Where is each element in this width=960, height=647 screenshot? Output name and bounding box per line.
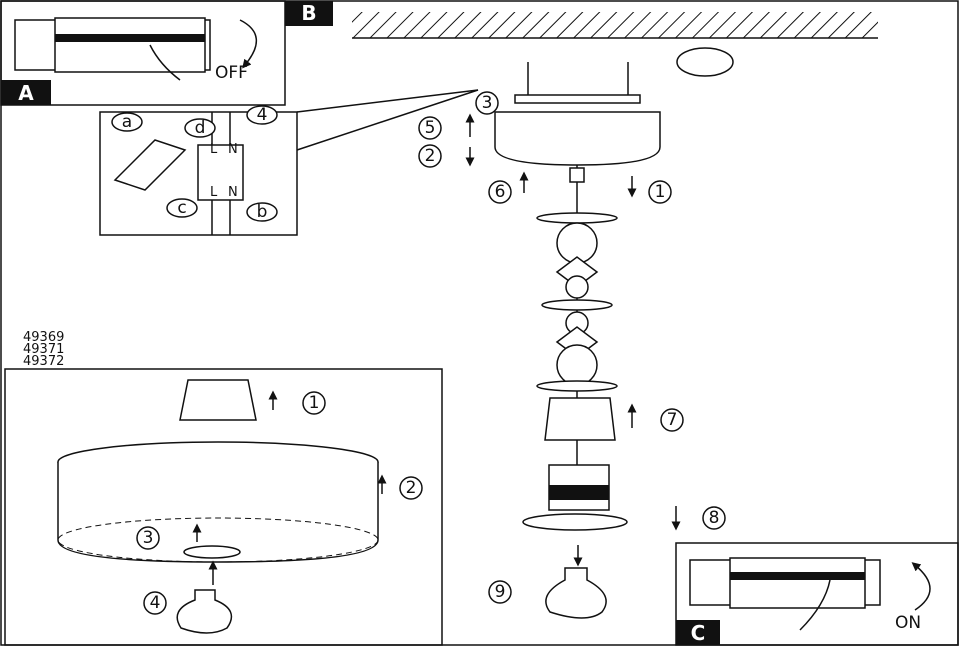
shade-cup	[179, 379, 257, 421]
terminal-l-top: L	[210, 142, 218, 157]
terminal-l-bottom: L	[210, 185, 218, 200]
panel-a-label-box	[1, 80, 51, 105]
terminal-block	[197, 144, 244, 201]
shade-bulb	[176, 589, 233, 634]
panel-c-label: C	[691, 621, 706, 645]
ceiling	[352, 12, 878, 39]
rotate-arrow-icon	[911, 562, 931, 611]
pendant-fixture	[494, 47, 734, 619]
ceiling-bracket	[514, 94, 641, 104]
label-d: d	[195, 118, 206, 138]
panel-b-label: B	[301, 1, 316, 25]
label-a: a	[122, 112, 132, 132]
step-6: 6	[495, 182, 506, 202]
breaker-panel-off	[14, 17, 211, 81]
step-5: 5	[425, 118, 436, 138]
step-8: 8	[709, 508, 720, 528]
wiring-inset: L N L N a 4 b c d	[99, 89, 479, 236]
shade-panel: 1 2 3 4	[4, 368, 443, 646]
model-number-2: 49371	[23, 342, 64, 357]
label-c: c	[177, 198, 186, 218]
switch-off-text: OFF	[215, 63, 248, 83]
socket-ring	[522, 513, 628, 531]
step-2: 2	[425, 146, 436, 166]
step-3: 3	[482, 93, 493, 113]
light-bulb	[545, 567, 607, 619]
step-9: 9	[495, 582, 506, 602]
terminal-n-top: N	[228, 142, 238, 157]
panel-c: ON C	[675, 542, 959, 646]
panel-b-label-box	[285, 1, 333, 26]
panel-a: OFF A	[0, 0, 286, 106]
shade-step-3: 3	[143, 528, 154, 548]
rotate-arrow-icon	[239, 19, 257, 69]
model-number-3: 49372	[23, 354, 64, 369]
shade-step-2: 2	[406, 478, 417, 498]
step-1: 1	[655, 182, 666, 202]
canopy	[494, 111, 661, 166]
step-7: 7	[667, 410, 678, 430]
terminal-n-bottom: N	[228, 185, 238, 200]
model-number-1: 49369	[23, 330, 64, 345]
shade-step-4: 4	[150, 593, 161, 613]
panel-c-label-box	[676, 620, 720, 645]
breaker-panel-on	[689, 557, 881, 631]
step-4-inset: 4	[257, 105, 268, 125]
switch-on-text: ON	[895, 613, 921, 633]
mounting-bracket	[113, 139, 187, 191]
label-b: b	[257, 202, 268, 222]
step-labels: 3 5 2 6 1 7 8 9	[418, 91, 726, 604]
wall-plug-detail	[676, 47, 734, 77]
shade-step-1: 1	[309, 393, 320, 413]
cup	[544, 397, 616, 441]
panel-a-label: A	[18, 81, 34, 105]
